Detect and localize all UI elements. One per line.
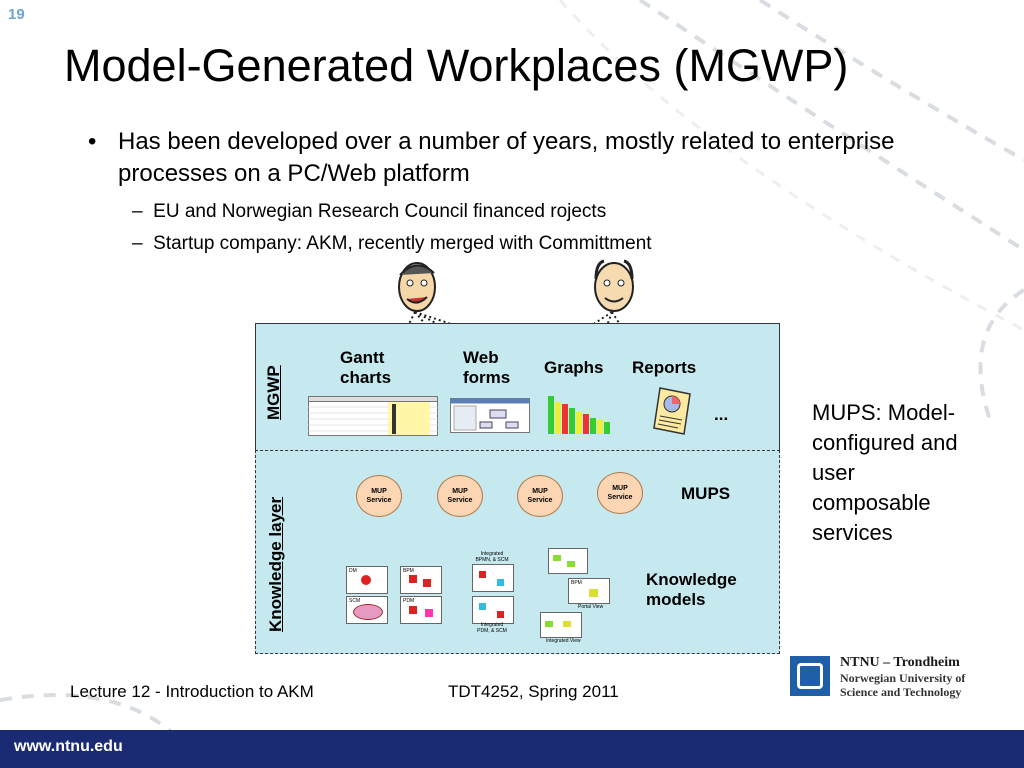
model-node <box>553 555 561 561</box>
model-node <box>353 604 383 620</box>
model-node <box>423 579 431 587</box>
footer-lecture: Lecture 12 - Introduction to AKM <box>70 682 314 701</box>
model-node <box>425 609 433 617</box>
mgwp-label: MGWP <box>264 365 283 420</box>
integrated-bpmn-scm-thumbnail <box>472 564 514 592</box>
integrated-bpmn-scm-caption: Integrated BPMN, & SCM <box>475 551 509 563</box>
model-node <box>497 611 504 618</box>
integrated-pdm-scm-thumbnail <box>472 596 514 624</box>
sub-bullet-dash: – <box>132 233 143 254</box>
user-face-icon <box>594 259 634 312</box>
dm-model-thumbnail: DM <box>346 566 388 594</box>
more-items-label: ... <box>714 405 729 424</box>
gantt-charts-label: Gantt charts <box>340 348 392 387</box>
mups-label: MUPS <box>681 484 731 503</box>
footer-url[interactable]: www.ntnu.edu <box>14 738 123 755</box>
sub-bullet-dash: – <box>132 201 143 222</box>
user-face-icon <box>398 262 436 312</box>
bpm-model-thumbnail: BPM <box>400 566 442 594</box>
footer-course: TDT4252, Spring 2011 <box>448 682 619 701</box>
integrated-view-thumbnail <box>540 612 582 638</box>
footer-bar <box>0 730 1024 768</box>
sub-bullet-text: EU and Norwegian Research Council financ… <box>153 201 607 222</box>
graphs-label: Graphs <box>544 358 604 377</box>
model-node <box>497 579 504 586</box>
ntnu-fullname: Norwegian University of Science and Tech… <box>840 671 966 699</box>
knowledge-layer-label: Knowledge layer <box>266 496 285 632</box>
bullet-main: Has been developed over a number of year… <box>118 128 895 187</box>
mups-side-note: MUPS: Model-configured and user composab… <box>812 400 958 545</box>
model-node <box>409 575 417 583</box>
ntnu-logo <box>790 656 830 696</box>
ntnu-logo-mark <box>797 663 823 689</box>
model-node <box>361 575 371 585</box>
knowledge-layer-panel <box>255 450 780 654</box>
integrated-pdm-scm-caption: Integrated PDM, & SCM <box>477 622 507 634</box>
bpm-view-thumbnail: BPM <box>568 578 610 604</box>
scm-model-thumbnail: SCM <box>346 596 388 624</box>
portal-view-caption: Portal View <box>578 604 604 610</box>
model-node <box>479 603 486 610</box>
sub-bullet-text: Startup company: AKM, recently merged wi… <box>153 233 652 254</box>
knowledge-models-label: Knowledge models <box>646 570 737 609</box>
graph-thumbnail <box>548 396 610 434</box>
model-node <box>567 561 575 567</box>
pdm-model-thumbnail: PDM <box>400 596 442 624</box>
slide-number: 19 <box>8 6 25 23</box>
model-node <box>545 621 553 627</box>
bullet-marker: • <box>88 128 97 155</box>
model-node <box>563 621 571 627</box>
slide-title: Model-Generated Workplaces (MGWP) <box>64 40 849 91</box>
model-node <box>479 571 486 578</box>
gantt-chart-thumbnail <box>308 396 438 436</box>
web-form-thumbnail <box>450 398 530 433</box>
integrated-view-caption: Integrated View <box>546 638 581 644</box>
sub-bullet-2: – Startup company: AKM, recently merged … <box>132 232 652 256</box>
report-icon <box>653 387 691 435</box>
reports-label: Reports <box>632 358 697 377</box>
bpmn-model-thumbnail <box>548 548 588 574</box>
ntnu-name: NTNU – Trondheim <box>840 655 960 670</box>
web-forms-label: Web forms <box>463 348 511 387</box>
model-node <box>409 606 417 614</box>
model-node <box>589 589 598 597</box>
sub-bullet-1: – EU and Norwegian Research Council fina… <box>132 200 606 224</box>
